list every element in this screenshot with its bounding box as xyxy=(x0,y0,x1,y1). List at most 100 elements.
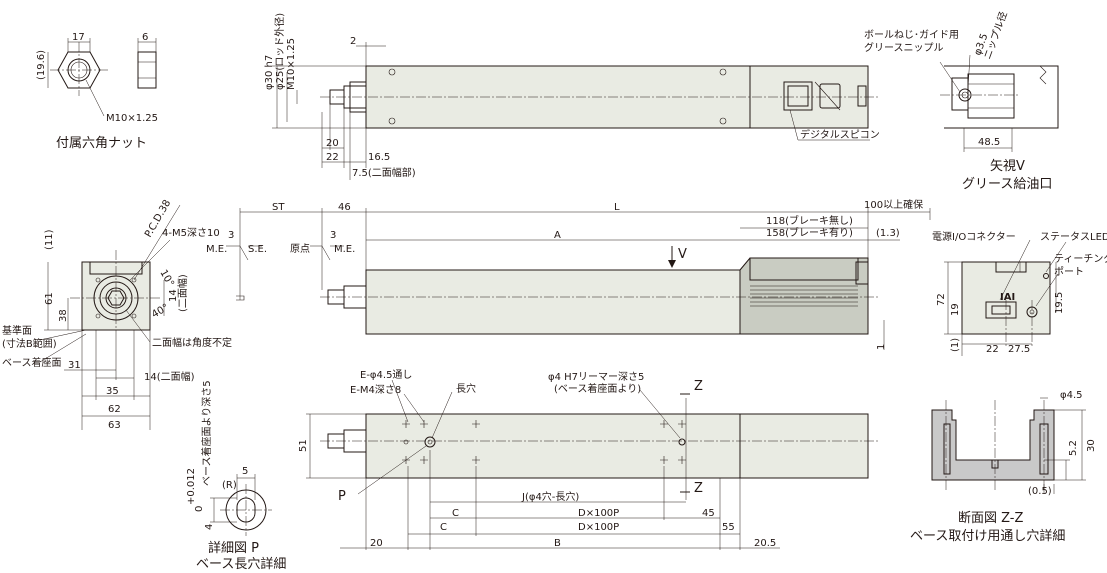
end-dim-61: 61 xyxy=(44,292,55,305)
bot-dim-45: 45 xyxy=(702,508,715,519)
conn-dim-19-5: 19.5 xyxy=(1054,292,1065,314)
hex-nut-drawing xyxy=(47,38,157,117)
bot-dim-Dx100P-2: D×100P xyxy=(578,522,619,533)
bot-slot: 長穴 xyxy=(456,382,476,395)
bot-z-top: Z xyxy=(694,379,703,394)
conn-power-io: 電源I/Oコネクター xyxy=(932,230,1016,243)
bot-dim-Dx100P-1: D×100P xyxy=(578,508,619,519)
zz-caption-1: 断面図 Z-Z xyxy=(958,511,1024,526)
end-dim-31: 31 xyxy=(68,360,81,371)
bottom-view-drawing xyxy=(306,379,878,550)
zz-dim-30: 30 xyxy=(1086,439,1097,452)
end-dim-40deg: 40° xyxy=(150,302,171,320)
end-view-drawing xyxy=(39,204,181,430)
end-tap: 4-M5深さ10 xyxy=(162,227,220,239)
p-depth: ベース着座面より深さ5 xyxy=(200,380,213,486)
top-view-drawing xyxy=(272,42,878,180)
top-dim-22: 22 xyxy=(326,152,339,163)
side-me2: M.E. xyxy=(334,244,355,255)
side-dim-1: 1 xyxy=(876,344,887,350)
detail-p-drawing xyxy=(210,474,272,536)
end-ref-surface: 基準面 xyxy=(2,324,32,337)
bot-ream: φ4 H7リーマー深さ5 xyxy=(548,371,644,383)
end-dim-62: 62 xyxy=(108,404,121,415)
side-dim-46: 46 xyxy=(338,202,351,213)
bot-dim-C2: C xyxy=(440,522,447,533)
end-dim-11: (11) xyxy=(44,229,55,250)
v-caption-2: グリース給油口 xyxy=(962,177,1052,192)
conn-teaching-1: ティーチング xyxy=(1054,252,1107,265)
top-dim-20: 20 xyxy=(326,138,339,149)
side-dim-1-3: (1.3) xyxy=(876,228,900,239)
bot-dim-J: J(φ4穴-長穴) xyxy=(521,490,579,503)
conn-logo: IAI xyxy=(1000,292,1015,303)
nut-dim-thick: 6 xyxy=(142,32,148,43)
bot-ream-note: (ベース着座面より) xyxy=(554,382,641,395)
bot-dim-55: 55 xyxy=(722,522,735,533)
v-note-nipple: グリースニップル xyxy=(864,41,944,54)
zz-dim-5-2: 5.2 xyxy=(1068,440,1079,456)
bot-dim-20: 20 xyxy=(370,538,383,549)
p-caption-1: 詳細図 P xyxy=(208,540,259,556)
side-se: S.E. xyxy=(248,244,267,255)
end-dim-flat: (二面幅) xyxy=(176,274,189,312)
zz-dim-0-5: (0.5) xyxy=(1028,486,1052,497)
side-dim-L: L xyxy=(614,202,620,213)
side-dim-3a: 3 xyxy=(228,230,234,241)
top-dim-7-5: 7.5(二面幅部) xyxy=(352,166,416,179)
side-view-drawing xyxy=(226,208,931,350)
nut-caption: 付属六角ナット xyxy=(56,136,147,151)
end-dim-63: 63 xyxy=(108,420,121,431)
zz-dim-phi45: φ4.5 xyxy=(1060,390,1083,401)
side-me1: M.E. xyxy=(206,244,227,255)
end-flat-angle: 二面幅は角度不定 xyxy=(152,336,232,349)
end-dim-35: 35 xyxy=(106,386,119,397)
v-caption-1: 矢視V xyxy=(990,159,1025,174)
brake-fins xyxy=(750,285,858,307)
side-dim-st: ST xyxy=(272,202,285,213)
bot-dim-C1: C xyxy=(452,508,459,519)
side-origin: 原点 xyxy=(290,243,310,255)
zz-caption-2: ベース取付け用通し穴詳細 xyxy=(910,528,1065,544)
p-tol: 4 xyxy=(204,524,215,530)
top-dim-25rod: φ25(ロッド外径) xyxy=(273,13,286,90)
end-dim-14: 14 xyxy=(168,289,179,302)
conn-dim-19: 19 xyxy=(950,303,961,316)
side-arrow-v: V xyxy=(678,247,687,262)
p-tol-lower: 0 xyxy=(194,506,205,512)
conn-teaching-2: ポート xyxy=(1054,266,1084,278)
top-label-spicon: デジタルスピコン xyxy=(800,128,880,141)
end-dim-14-flat: 14(二面幅) xyxy=(144,370,195,383)
connector-view-drawing xyxy=(944,239,1067,356)
end-dim-10deg: 10° xyxy=(157,268,175,289)
end-base-surface: ベース着座面 xyxy=(2,356,62,369)
top-dim-16-5: 16.5 xyxy=(368,152,390,163)
v-dim-48-5: 48.5 xyxy=(978,137,1000,148)
nut-dim-width: 17 xyxy=(72,32,85,43)
bot-e-thru: E-φ4.5通し xyxy=(360,369,412,381)
conn-dim-22: 22 xyxy=(986,344,999,355)
section-zz-drawing xyxy=(931,397,1086,494)
conn-dim-72: 72 xyxy=(936,293,947,306)
conn-dim-27-5: 27.5 xyxy=(1008,344,1030,355)
top-dim-30h7: φ30 h7 xyxy=(264,55,275,90)
p-tol-upper: +0.012 xyxy=(186,468,197,505)
side-dim-118: 118(ブレーキ無し) xyxy=(766,214,853,227)
p-caption-2: ベース長穴詳細 xyxy=(196,556,286,572)
p-dim-5: 5 xyxy=(242,466,248,477)
bot-dim-B: B xyxy=(554,538,561,549)
side-dim-3b: 3 xyxy=(330,230,336,241)
conn-dim-1: (1) xyxy=(950,338,961,352)
bot-label-P: P xyxy=(338,489,346,504)
top-dim-2: 2 xyxy=(350,36,356,47)
bot-e-tap: E-M4深さ8 xyxy=(350,384,401,396)
mounting-holes xyxy=(402,420,686,464)
end-ref-range: (寸法B範囲) xyxy=(2,337,57,350)
side-dim-100: 100以上確保 xyxy=(864,198,923,211)
nut-dim-height: (19.6) xyxy=(36,50,47,80)
bot-z-bot: Z xyxy=(694,481,703,496)
end-dim-38: 38 xyxy=(58,309,69,322)
p-dim-R: (R) xyxy=(222,480,237,491)
conn-status-led: ステータスLED xyxy=(1040,231,1107,243)
